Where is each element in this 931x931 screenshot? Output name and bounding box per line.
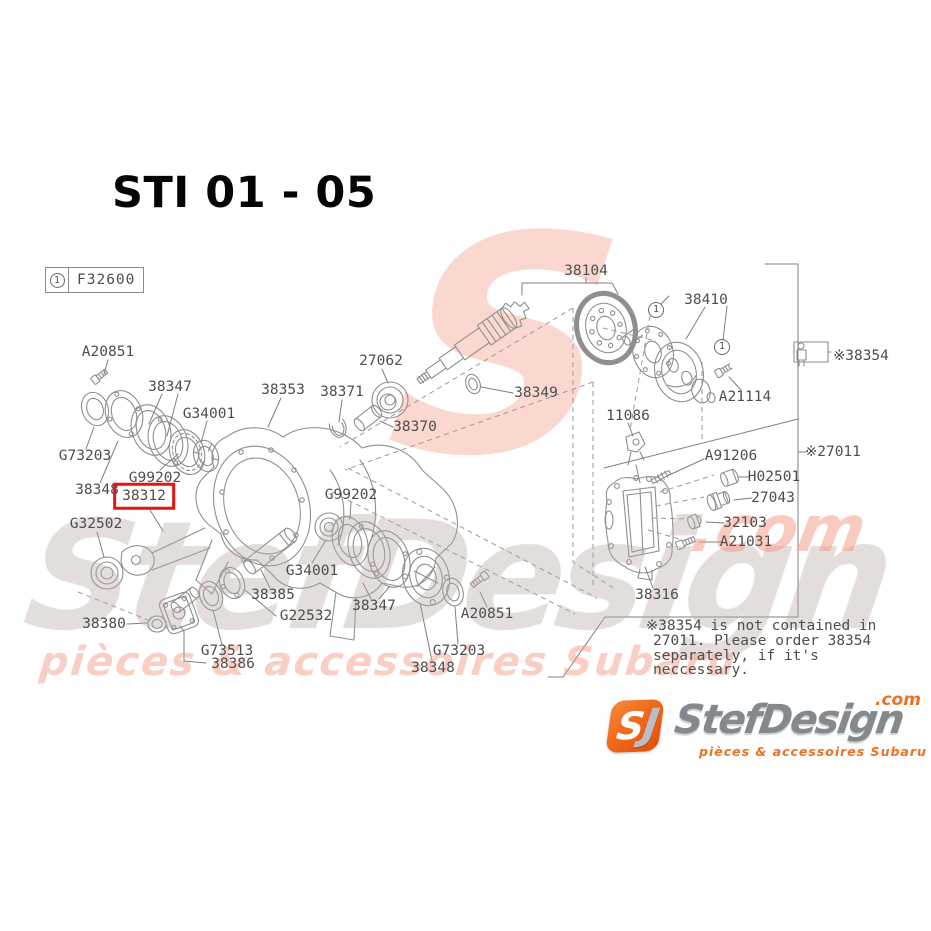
seal-g73203-2 <box>442 577 464 607</box>
clip-11086 <box>625 431 646 484</box>
part-label-A20851: A20851 <box>81 343 135 360</box>
part-label-38104: 38104 <box>564 262 608 279</box>
part-label-38385: 38385 <box>251 586 295 603</box>
bolt-a20851-2 <box>469 570 490 589</box>
brand-logo: S J StefDesign .com pièces & accessoires… <box>595 690 927 774</box>
nut-38380 <box>147 615 167 633</box>
part-label-G34001: G34001 <box>182 405 236 422</box>
snap-ring-38371 <box>328 418 347 438</box>
part-label-38348: 38348 <box>411 659 455 676</box>
part-label-27043: 27043 <box>751 489 795 506</box>
part-label-G73203: G73203 <box>58 447 112 464</box>
assembly-axis-lines <box>77 307 715 621</box>
brand-emblem-icon: S J <box>605 699 665 753</box>
part-label-G32502: G32502 <box>69 515 123 532</box>
part-label-H02501: H02501 <box>747 468 801 485</box>
part-label-G34001: G34001 <box>285 562 339 579</box>
part-label-G22532: G22532 <box>279 607 333 624</box>
retainer-38348-left <box>104 390 144 438</box>
part-label-38312: 38312 <box>113 482 175 510</box>
washer-g99202-2 <box>331 516 369 566</box>
ring-gear <box>574 290 638 366</box>
clip-38354 <box>793 341 829 367</box>
note-line: neccessary. <box>653 662 750 679</box>
circled-mark-1: 1 <box>714 339 730 355</box>
bolt-a20851-left <box>90 368 109 385</box>
part-label-A20851: A20851 <box>460 605 514 622</box>
shim-38347-left-2 <box>147 415 189 467</box>
note-line: ※38354 is not contained in <box>646 618 877 634</box>
bolt-a21031 <box>675 536 696 551</box>
retainer-38348-2 <box>402 547 450 607</box>
leader-lines <box>85 263 832 678</box>
part-label-38410: 38410 <box>684 291 728 308</box>
reference-code: F32600 <box>77 272 136 288</box>
pinion-shaft-38104 <box>416 301 530 385</box>
seal-g73203-left <box>80 391 110 427</box>
bearing-27062 <box>371 381 409 419</box>
plug-32103 <box>687 513 702 530</box>
part-label-38371: 38371 <box>320 383 364 400</box>
part-label-38353: 38353 <box>261 381 305 398</box>
spacer-38385 <box>243 527 297 575</box>
carrier-38316 <box>604 475 674 581</box>
part-label-38347: 38347 <box>352 597 396 614</box>
part-label-A21114: A21114 <box>718 388 772 405</box>
stud-a91206 <box>650 469 672 485</box>
part-label-G99202: G99202 <box>324 486 378 503</box>
part-label-32103: 32103 <box>723 514 767 531</box>
shim-38347-2a <box>347 521 391 579</box>
part-label-38380: 38380 <box>82 615 126 632</box>
bolt-a21114 <box>714 363 733 379</box>
part-label-11086: 11086 <box>606 407 650 424</box>
reference-index-circle: 1 <box>46 268 69 292</box>
reference-box: 1 F32600 <box>45 267 145 293</box>
bearing-g22532 <box>218 566 246 600</box>
brand-com-suffix: .com <box>875 690 921 710</box>
brand-tagline: pièces & accessoires Subaru <box>699 744 927 759</box>
part-label-38386: 38386 <box>211 655 255 672</box>
spacer-38370 <box>353 404 383 432</box>
washer-38349 <box>465 373 481 395</box>
part-label-27062: 27062 <box>359 352 403 369</box>
circled-mark-1: 1 <box>648 302 664 318</box>
part-label-38354: ※38354 <box>833 347 889 364</box>
part-label-38347: 38347 <box>148 378 192 395</box>
note-line: 27011. Please order 38354 <box>653 632 872 649</box>
part-label-A21031: A21031 <box>719 533 773 550</box>
part-label-G73513: G73513 <box>200 642 254 659</box>
shim-38347-2b <box>367 530 411 588</box>
part-label-A91206: A91206 <box>704 447 758 464</box>
flange-plate-38386 <box>158 591 200 635</box>
part-label-38348: 38348 <box>75 481 119 498</box>
part-label-G73203: G73203 <box>432 642 486 659</box>
bearing-g32502 <box>90 556 124 590</box>
part-label-38370: 38370 <box>393 418 437 435</box>
brand-wordmark: StefDesign <box>671 697 906 743</box>
seal-g73513 <box>198 580 224 612</box>
part-label-38316: 38316 <box>635 586 679 603</box>
plug-27043 <box>706 491 731 511</box>
plug-h02501 <box>720 468 739 487</box>
page-title: STI 01 - 05 <box>112 168 377 218</box>
part-label-27011: ※27011 <box>805 443 861 460</box>
part-label-38349: 38349 <box>514 384 558 401</box>
part-label-G99202: G99202 <box>128 469 182 486</box>
note-line: separately, if it's <box>653 647 819 664</box>
